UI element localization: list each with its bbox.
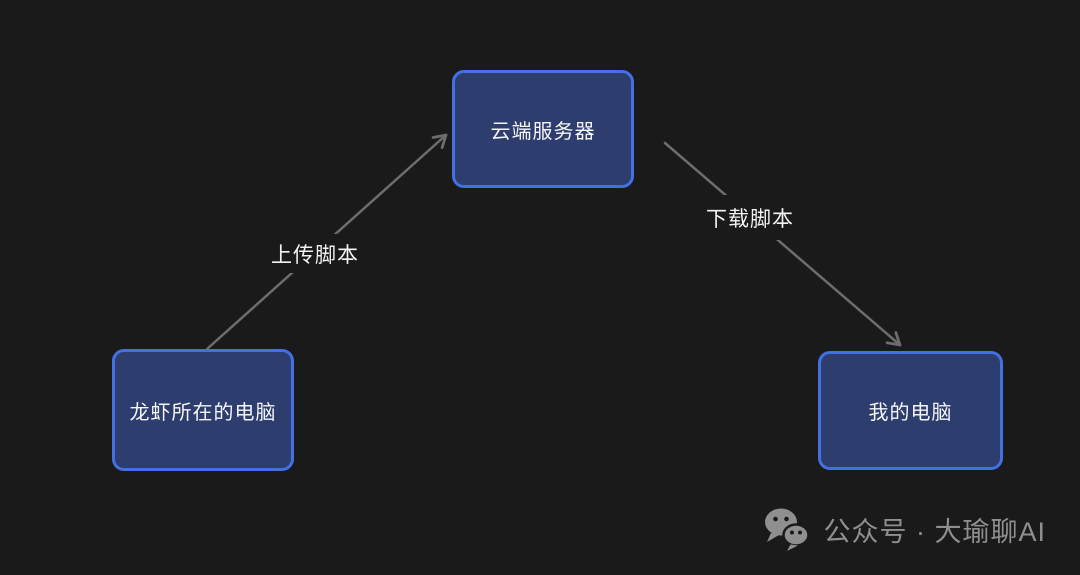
edge-label-upload-text: 上传脚本 [271,243,359,267]
node-my-computer-label: 我的电脑 [868,402,953,424]
edge-label-upload: 上传脚本 [270,234,360,273]
node-lobster-computer-label: 龙虾所在的电脑 [129,401,277,424]
edge-label-download: 下载脚本 [700,195,800,240]
watermark: 公众号 · 大瑜聊AI [763,505,1046,553]
node-cloud-server-label: 云端服务器 [490,120,596,143]
node-cloud-server: 云端服务器 [452,70,634,188]
node-lobster-computer: 龙虾所在的电脑 [112,349,294,471]
node-my-computer: 我的电脑 [818,351,1003,470]
edge-label-download-text: 下载脚本 [706,207,794,231]
download-arrow [663,141,902,347]
watermark-text: 公众号 · 大瑜聊AI [823,516,1046,547]
wechat-icon [765,508,811,551]
